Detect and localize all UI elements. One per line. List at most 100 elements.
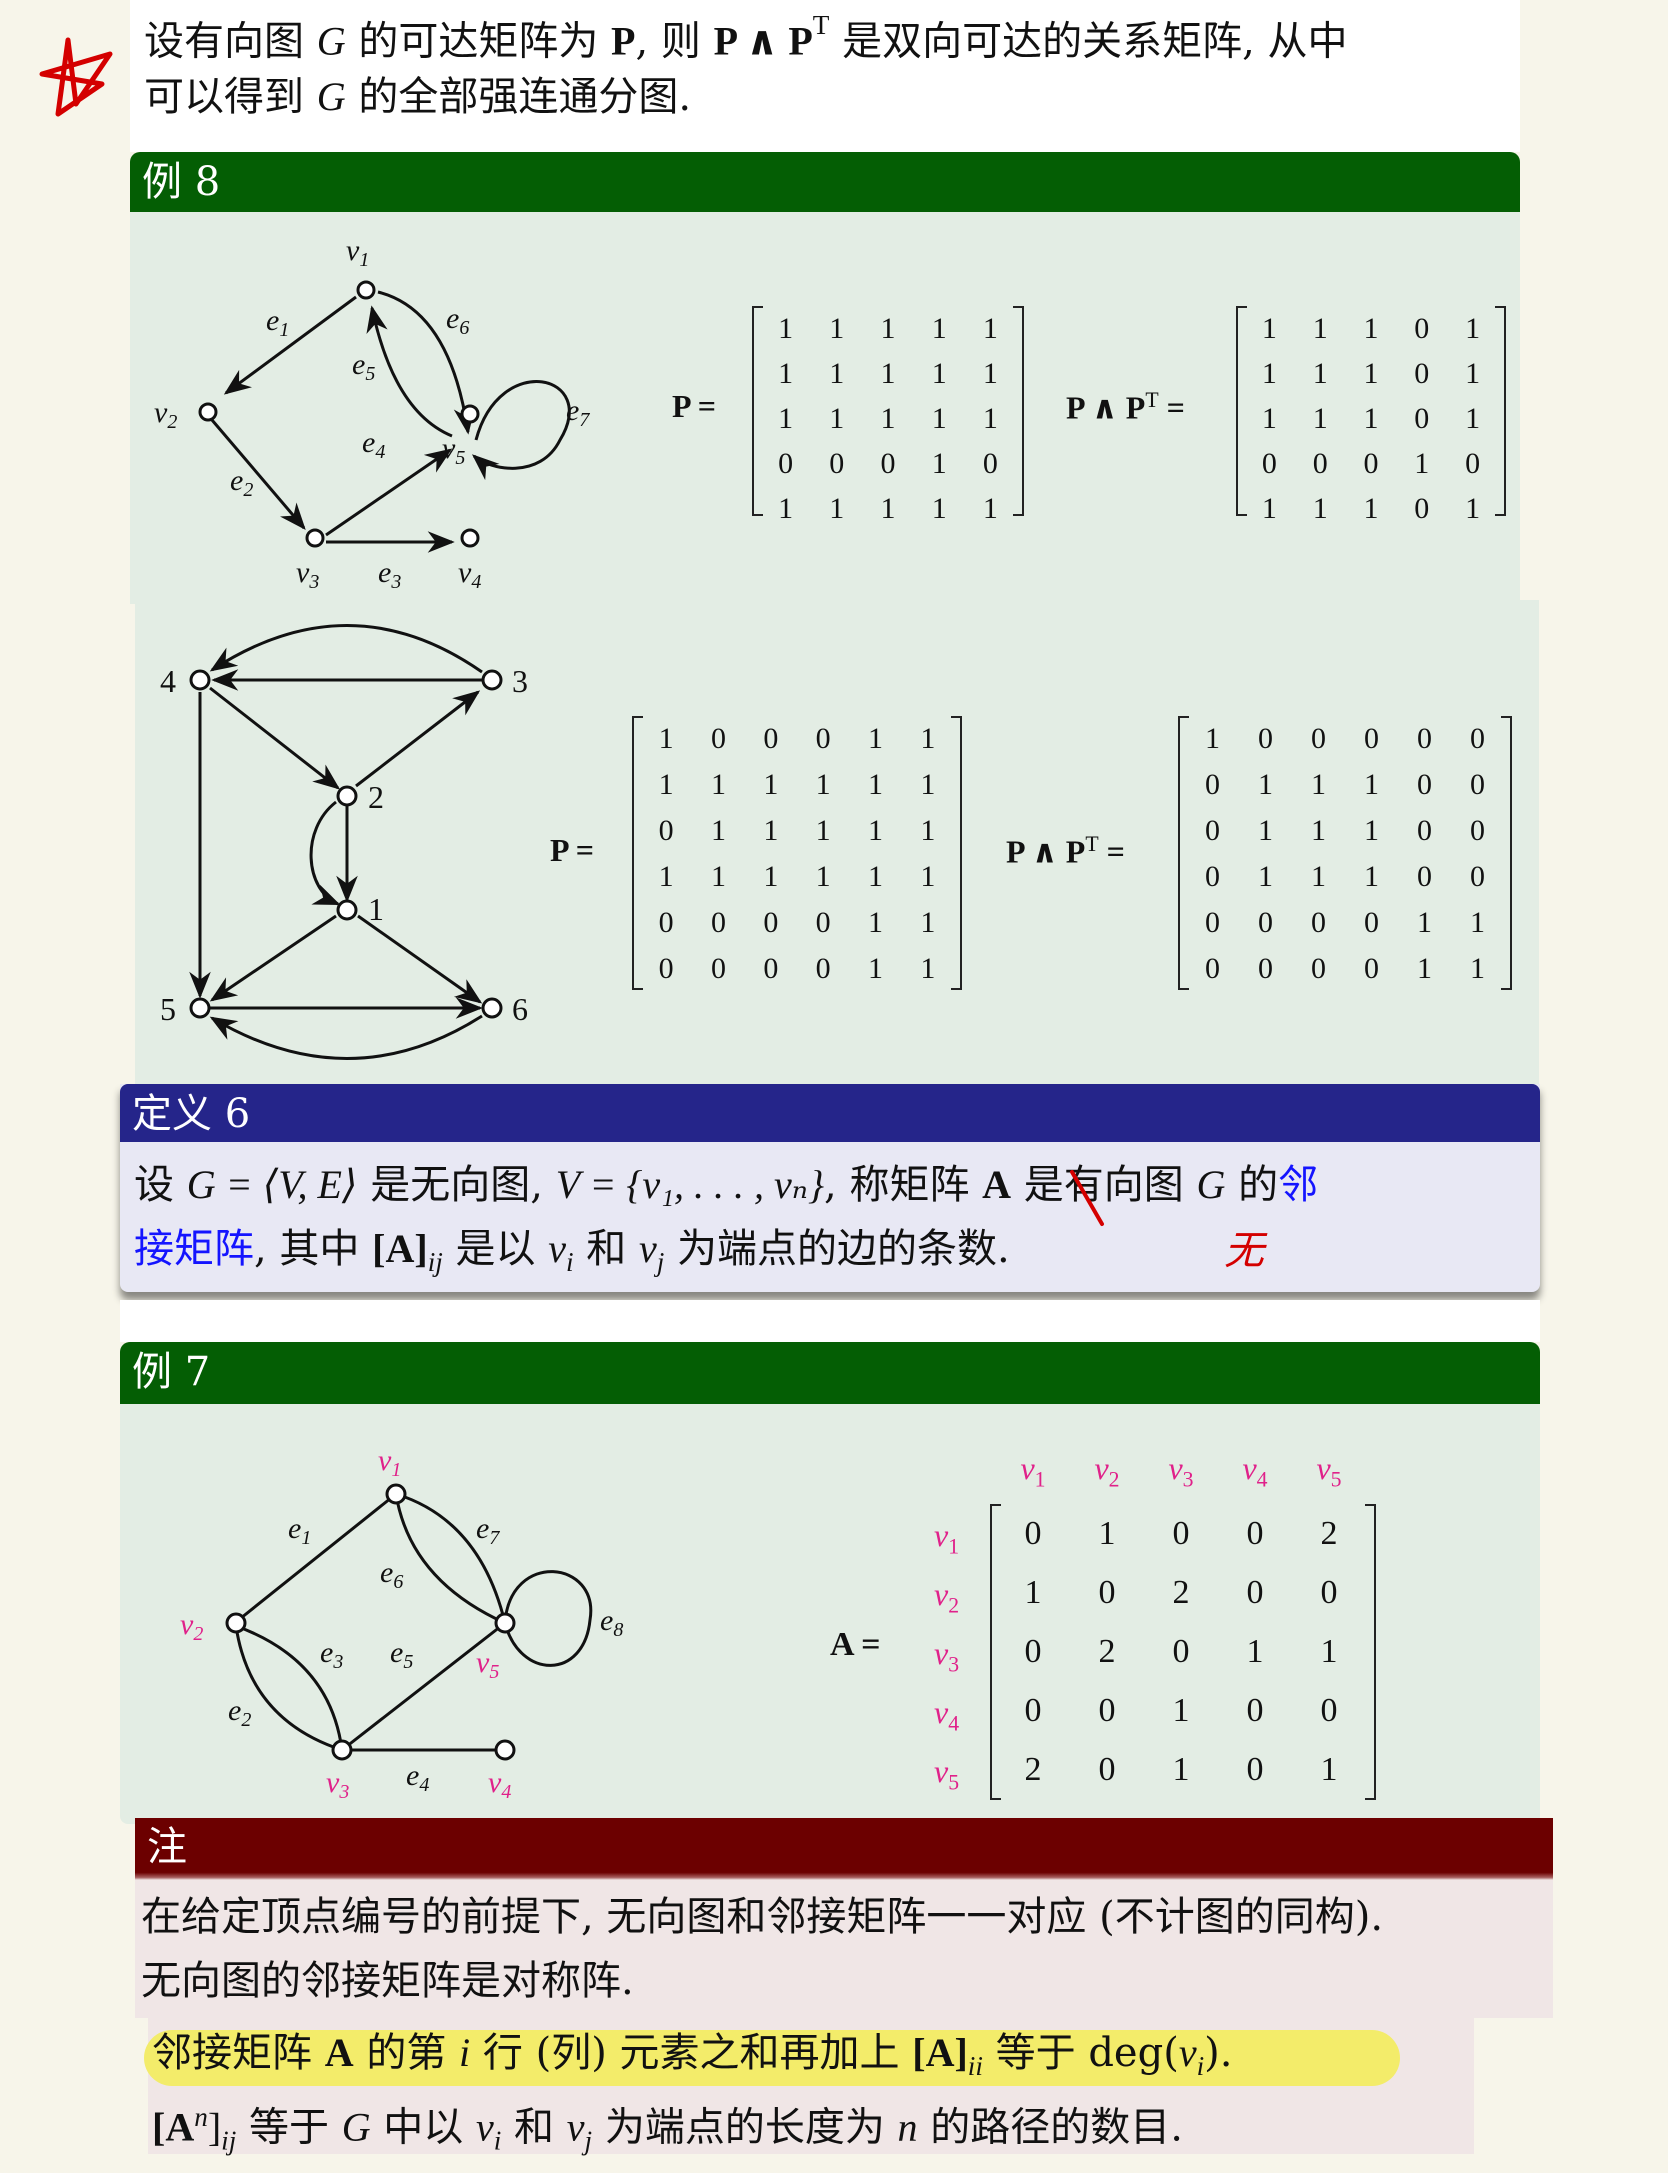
bracket-left bbox=[1178, 716, 1189, 990]
matrix-cell: 1 bbox=[1465, 492, 1481, 525]
matrix-cell: 0 bbox=[1364, 722, 1379, 755]
matrix-cell: 1 bbox=[920, 768, 936, 801]
math: V = {v₁, . . . , vₙ} bbox=[555, 1162, 825, 1207]
sub: i bbox=[566, 1247, 574, 1277]
strike-mark-icon bbox=[1069, 1170, 1104, 1226]
math-i: i bbox=[459, 2030, 471, 2075]
matrix-cell: 1 bbox=[1417, 952, 1432, 985]
matrix-cell: 1 bbox=[778, 312, 794, 345]
math-G: G bbox=[341, 2104, 371, 2150]
svg-text:e2: e2 bbox=[228, 1694, 251, 1731]
svg-text:e7: e7 bbox=[476, 1512, 500, 1549]
matrix-cell: 1 bbox=[1320, 1633, 1338, 1670]
bracket-left bbox=[632, 716, 643, 990]
text: = bbox=[1158, 389, 1185, 426]
matrix-cell: 1 bbox=[1364, 814, 1379, 847]
directed-graph-2: 4 3 2 1 5 6 bbox=[160, 624, 528, 1060]
matrix-cell: 1 bbox=[920, 952, 936, 985]
matrix-cell: 1 bbox=[1470, 906, 1485, 939]
matrix-cell: 1 bbox=[982, 492, 998, 525]
directed-graph-1: v1 v2 v3 v4 v5 e1 e2 e3 e4 e5 e6 e7 bbox=[154, 234, 590, 593]
text: P ∧ P bbox=[1006, 833, 1086, 870]
example-7-header: 例 7 bbox=[120, 1342, 1540, 1404]
matrix-cell: 1 bbox=[1258, 768, 1273, 801]
matrix-cell: 0 bbox=[1414, 357, 1430, 390]
text: 是双向可达的关系矩阵, 从中 bbox=[829, 18, 1348, 65]
matrix-cell: 0 bbox=[815, 952, 831, 985]
bracket-right bbox=[1501, 716, 1512, 990]
definition-6-line-1: 设 G = ⟨V, E⟩ 是无向图, V = {v₁, . . . , vₙ},… bbox=[134, 1152, 1319, 1226]
matrix-cell: 2 bbox=[1098, 1633, 1116, 1670]
svg-text:e2: e2 bbox=[230, 464, 253, 501]
svg-text:v2: v2 bbox=[180, 1608, 203, 1645]
svg-text:e3: e3 bbox=[378, 556, 401, 593]
note-header: 注 bbox=[135, 1818, 1553, 1880]
matrix-cell: 0 bbox=[1470, 722, 1485, 755]
vertex-label-v3: v3 bbox=[296, 556, 319, 593]
matrix-cell: 1 bbox=[982, 402, 998, 435]
matrix-cell: 1 bbox=[1246, 1633, 1264, 1670]
svg-text:6: 6 bbox=[512, 991, 528, 1027]
matrix-cell: 0 bbox=[1246, 1574, 1264, 1611]
definition-6-header: 定义 6 bbox=[120, 1084, 1540, 1142]
matrix-cell: 1 bbox=[1465, 357, 1481, 390]
matrix-cell: 1 bbox=[1205, 722, 1220, 755]
svg-text:e6: e6 bbox=[446, 302, 469, 339]
definition-6-title: 定义 6 bbox=[132, 1091, 251, 1137]
matrix-cell: 1 bbox=[1312, 402, 1328, 435]
sup: T bbox=[1145, 388, 1159, 412]
sub: j bbox=[656, 1247, 665, 1277]
row-header: v2 bbox=[934, 1576, 960, 1618]
example-8-block: 例 8 bbox=[130, 152, 1520, 604]
note-line-1: 在给定顶点编号的前提下, 无向图和邻接矩阵一一对应 (不计图的同构). bbox=[141, 1894, 1384, 1940]
matrix-cell: 1 bbox=[829, 357, 845, 390]
matrix-cell: 0 bbox=[1098, 1574, 1116, 1611]
matrix-cell: 0 bbox=[658, 814, 674, 847]
column-header: v5 bbox=[1316, 1450, 1342, 1492]
matrix-cell: 0 bbox=[1470, 768, 1485, 801]
matrix-cell: 1 bbox=[815, 768, 831, 801]
text: 为端点的长度为 bbox=[592, 2104, 898, 2151]
text: 邻接矩阵 bbox=[152, 2030, 325, 2076]
adjacency-matrix-link[interactable]: 接矩阵 bbox=[134, 1226, 254, 1272]
example-8-title: 例 8 bbox=[142, 159, 221, 205]
text: 为端点的边的条数. bbox=[664, 1226, 1010, 1272]
bracket-right bbox=[1013, 306, 1024, 516]
example-7-body bbox=[120, 1404, 1540, 1824]
svg-text:e3: e3 bbox=[320, 1636, 343, 1673]
math-A: A bbox=[324, 2030, 354, 2075]
math-v: v bbox=[476, 2104, 494, 2150]
math-sup: T bbox=[812, 10, 830, 40]
column-header: v2 bbox=[1094, 1450, 1120, 1492]
matrix-cell: 0 bbox=[1024, 1692, 1042, 1729]
matrix-cell: 1 bbox=[658, 722, 674, 755]
matrix-cell: 1 bbox=[1098, 1515, 1116, 1552]
matrix-cell: 1 bbox=[1364, 860, 1379, 893]
text: , 称矩阵 bbox=[824, 1162, 983, 1208]
matrix-PPT1-label: P ∧ PT = bbox=[1066, 388, 1185, 427]
text: , 则 bbox=[635, 18, 714, 65]
matrix-cell: 1 bbox=[829, 312, 845, 345]
matrix-cell: 1 bbox=[1172, 1751, 1190, 1788]
matrix-cell: 1 bbox=[867, 768, 883, 801]
vertex-label-v4: v4 bbox=[458, 556, 481, 593]
adjacency-matrix-link[interactable]: 邻 bbox=[1278, 1162, 1319, 1208]
matrix-cell: 1 bbox=[1470, 952, 1485, 985]
matrix-cell: 0 bbox=[1098, 1692, 1116, 1729]
row-header: v5 bbox=[934, 1753, 960, 1795]
math: ] bbox=[207, 2104, 222, 2150]
matrix-cell: 1 bbox=[920, 906, 936, 939]
matrix-cell: 1 bbox=[1312, 492, 1328, 525]
matrix-cell: 1 bbox=[1311, 814, 1326, 847]
svg-text:v1: v1 bbox=[378, 1444, 401, 1481]
bracket-right bbox=[1495, 306, 1506, 516]
text: 的全部强连通分图. bbox=[345, 74, 692, 120]
matrix-cell: 1 bbox=[1261, 492, 1277, 525]
matrix-cell: 0 bbox=[1470, 860, 1485, 893]
matrix-P1-label: P = bbox=[672, 388, 717, 424]
definition-6-block: 定义 6 设 G = ⟨V, E⟩ 是无向图, V = {v₁, . . . ,… bbox=[120, 1084, 1540, 1292]
svg-text:e1: e1 bbox=[288, 1512, 311, 1549]
math-v: v bbox=[548, 1226, 566, 1271]
matrix-cell: 0 bbox=[1311, 952, 1326, 985]
svg-text:e7: e7 bbox=[566, 394, 590, 431]
